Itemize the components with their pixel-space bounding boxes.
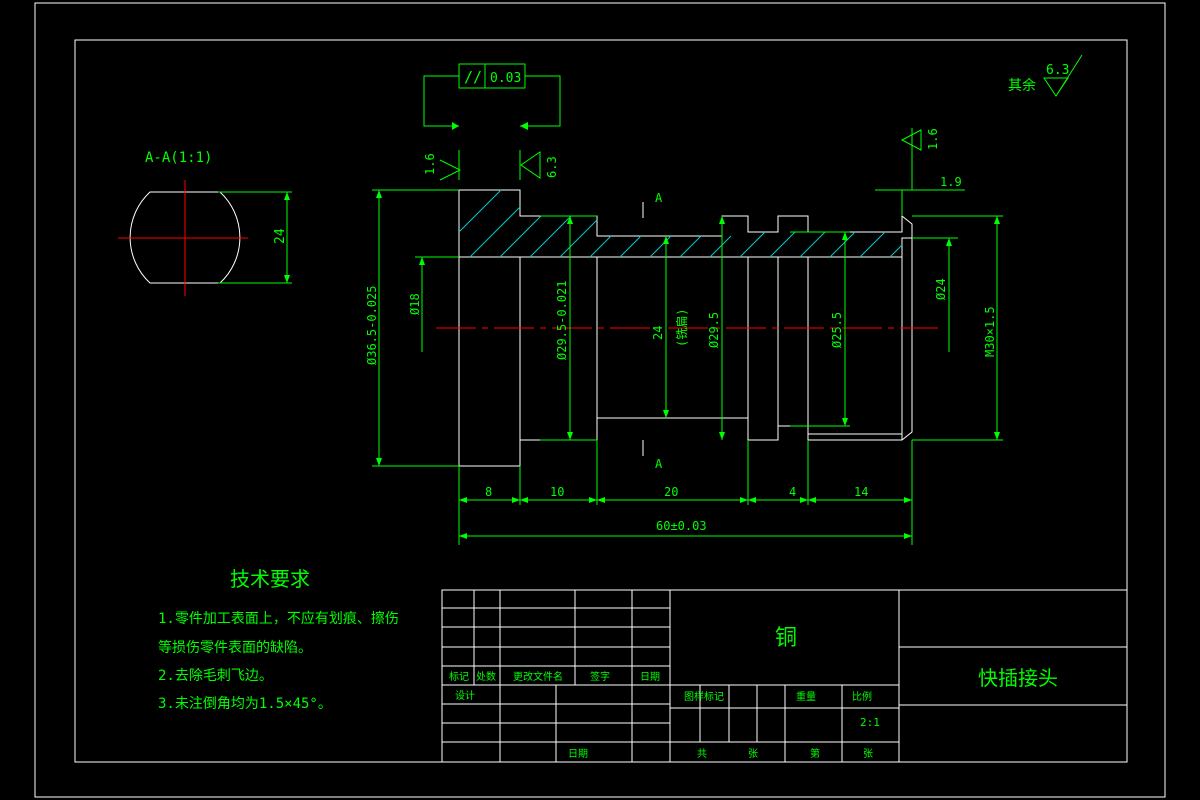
tolerance-frame: // 0.03 [423, 63, 561, 130]
horizontal-arrows [459, 497, 912, 539]
dim-thread: M30×1.5 [983, 306, 997, 357]
surface-finish-thread-value: 1.6 [926, 128, 940, 150]
scale-value: 2:1 [860, 716, 880, 729]
rev-header-sign: 签字 [590, 670, 610, 683]
section-view-aa: A-A(1:1) 24 [118, 150, 292, 296]
design-label: 设计 [455, 689, 475, 702]
sheet-label-sheet1: 张 [748, 748, 758, 760]
horizontal-dimensions [458, 440, 913, 545]
dim-bore-left: Ø18 [408, 293, 422, 315]
dim-dia-25-5: Ø25.5 [830, 312, 844, 348]
dim-dia-29-5: Ø29.5 [707, 312, 721, 348]
part-lower-outline [458, 238, 913, 467]
dimension-arrows [376, 190, 1000, 466]
tech-req-item-1: 1.零件加工表面上，不应有划痕、擦伤 [158, 610, 399, 627]
technical-requirements: 技术要求 1.零件加工表面上，不应有划痕、擦伤 等损伤零件表面的缺陷。 2.去除… [158, 567, 399, 712]
sheet-label-no: 第 [810, 747, 820, 760]
surface-finish-thread: 1.6 [900, 128, 940, 190]
rev-header-count: 处数 [476, 670, 496, 683]
surface-finish-rest-value: 6.3 [1046, 63, 1069, 78]
dim-chamfer: 1.9 [940, 175, 962, 189]
rev-header-file: 更改文件名 [513, 670, 563, 683]
date-label: 日期 [568, 748, 588, 760]
dim-len-10: 10 [550, 485, 564, 499]
sheet-label-sheet2: 张 [863, 748, 873, 760]
tolerance-symbol: // [464, 68, 482, 86]
dim-len-8: 8 [485, 485, 492, 499]
surface-finish-rest-label: 其余 [1008, 77, 1036, 94]
rev-header-date: 日期 [640, 671, 660, 683]
tech-req-item-2: 等损伤零件表面的缺陷。 [158, 639, 312, 656]
surface-finish-inner: 6.3 [519, 150, 559, 180]
rev-header-mark: 标记 [449, 671, 469, 683]
vertical-dimensions [372, 189, 1003, 467]
dim-flat-note: (铣扁) [675, 309, 689, 347]
tolerance-value: 0.03 [490, 71, 521, 86]
dim-len-4: 4 [789, 485, 796, 499]
surface-finish-left: 1.6 [423, 150, 462, 181]
dim-len-20: 20 [664, 485, 678, 499]
section-width-dim: 24 [273, 228, 288, 244]
surface-finish-left-value: 1.6 [423, 153, 437, 175]
section-view-title: A-A(1:1) [145, 150, 212, 166]
dim-flat-24: 24 [651, 326, 665, 340]
title-material: 铜 [775, 626, 797, 651]
stage-label-scale: 比例 [852, 690, 872, 703]
tech-req-item-4: 3.未注倒角均为1.5×45°。 [158, 696, 332, 712]
dim-len-total: 60±0.03 [656, 519, 707, 533]
sheet-label-total: 共 [697, 748, 707, 760]
tech-req-item-3: 2.去除毛刺飞边。 [158, 668, 273, 684]
dim-len-14: 14 [854, 485, 868, 499]
title-block [441, 589, 1128, 763]
dim-inner-dia: Ø29.5-0.021 [555, 281, 569, 360]
roughness-symbol-rest [1043, 54, 1083, 97]
part-hatch-region [458, 189, 913, 258]
part-body [436, 189, 938, 467]
outer-border [34, 2, 1166, 798]
section-mark-top: A [655, 191, 663, 205]
dim-outer-dia: Ø36.5-0.025 [365, 286, 379, 365]
stage-label-mark: 图样标记 [684, 690, 724, 703]
tech-req-title: 技术要求 [230, 567, 310, 591]
section-marks: A A [642, 191, 663, 471]
title-part-name: 快插接头 [978, 666, 1058, 690]
surface-finish-inner-value: 6.3 [545, 156, 559, 178]
section-mark-bottom: A [655, 457, 663, 471]
surface-finish-rest: 其余 6.3 [1008, 54, 1083, 97]
dim-dia-24: Ø24 [934, 278, 948, 300]
stage-label-weight: 重量 [796, 690, 816, 703]
